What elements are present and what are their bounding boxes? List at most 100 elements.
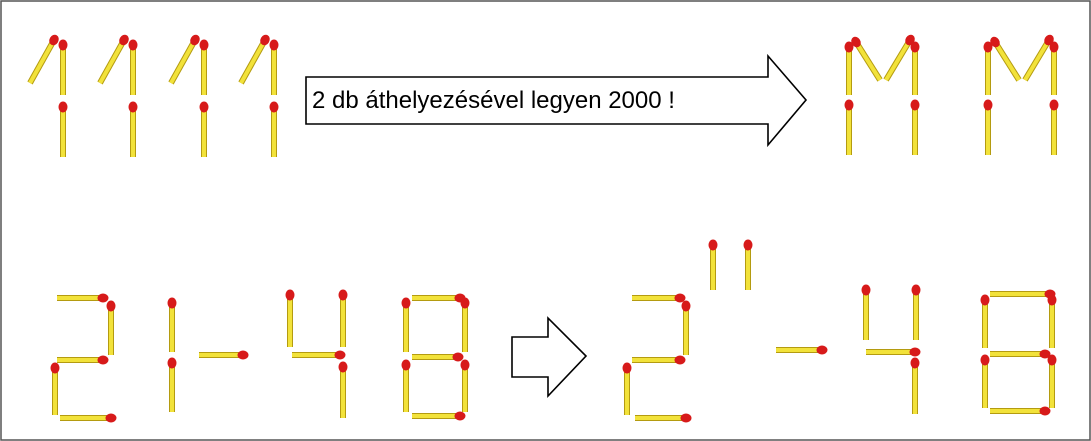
letter-m-left-top — [844, 41, 854, 95]
digit-four-lower-right — [338, 361, 348, 418]
match-head — [199, 101, 209, 113]
digit-two-upper-right — [106, 300, 116, 355]
match-head — [334, 350, 346, 360]
digit-eight-lower-right — [460, 359, 470, 412]
letter-m-right-top — [910, 41, 920, 95]
digit-two-bottom — [60, 413, 117, 423]
match-head — [1047, 354, 1057, 366]
match-head — [452, 352, 464, 362]
letter-m-left-top — [983, 41, 993, 95]
match-head — [622, 362, 632, 374]
digit-eight-upper-right — [460, 297, 470, 352]
match-head — [1049, 41, 1059, 53]
match-head — [910, 357, 920, 369]
match-head — [50, 362, 60, 374]
digit-eight-bottom — [412, 411, 466, 421]
match-head — [401, 297, 411, 309]
digit-four-middle — [292, 350, 346, 360]
match-head — [743, 239, 753, 251]
result-eight-lower-left — [980, 354, 990, 408]
match-head — [97, 293, 109, 303]
exponent-one-left — [708, 239, 718, 290]
digit-one-bottom-stick — [199, 101, 209, 157]
minus-stick — [199, 350, 249, 360]
digit-one-bottom-stick — [269, 101, 279, 157]
result-two-middle — [632, 355, 686, 365]
match-head — [338, 289, 348, 301]
match-head — [1049, 99, 1059, 111]
result-four-upper-right — [911, 284, 921, 340]
match-head — [167, 357, 177, 369]
digit-one-upper — [167, 297, 177, 352]
digit-eight-lower-left — [401, 359, 411, 412]
match-head — [260, 34, 270, 46]
match-head — [460, 359, 470, 371]
result-two-top — [632, 293, 686, 303]
match-head — [1039, 406, 1051, 416]
match-head — [851, 36, 861, 48]
match-head — [681, 300, 691, 312]
match-head — [58, 39, 68, 51]
match-head — [119, 34, 129, 46]
digit-one-lower — [167, 357, 177, 412]
digit-one-top-stick — [199, 39, 209, 95]
digit-two-lower-left — [50, 362, 60, 415]
match-head — [983, 41, 993, 53]
digit-one-slant-stick — [238, 34, 270, 85]
match-head — [167, 297, 177, 309]
digit-one-slant-stick — [168, 34, 200, 85]
letter-m-right-bottom — [910, 99, 920, 155]
digit-one-slant-stick — [27, 34, 59, 85]
digit-two-top — [57, 293, 109, 303]
match-head — [460, 297, 470, 309]
result-four-upper-left — [861, 284, 871, 340]
match-head — [269, 39, 279, 51]
match-head — [990, 36, 1000, 48]
digit-one-slant-stick — [97, 34, 129, 85]
result-eight-upper-right — [1047, 294, 1057, 348]
result-four-lower-right — [910, 357, 920, 414]
letter-m-left-bottom — [844, 99, 854, 155]
exponent-one-right — [743, 239, 753, 290]
letter-m-left-bottom — [983, 99, 993, 155]
match-head — [58, 101, 68, 113]
match-head — [816, 345, 828, 355]
match-head — [910, 99, 920, 111]
match-head — [844, 99, 854, 111]
block-right-arrow-icon — [511, 316, 588, 399]
match-head — [237, 350, 249, 360]
match-head — [338, 361, 348, 373]
long-right-arrow-icon — [305, 53, 808, 148]
result-two-bottom — [635, 413, 692, 423]
result-eight-middle — [990, 349, 1051, 359]
match-head — [1044, 34, 1054, 46]
match-head — [1039, 349, 1051, 359]
match-head — [909, 347, 921, 357]
digit-one-bottom-stick — [58, 101, 68, 157]
letter-m-right-bottom — [1049, 99, 1059, 155]
result-two-lower-left — [622, 362, 632, 415]
digit-one-bottom-stick — [128, 101, 138, 157]
matchsticks-layer — [27, 34, 1059, 423]
result-eight-lower-right — [1047, 354, 1057, 408]
match-head — [199, 39, 209, 51]
result-eight-bottom — [990, 406, 1051, 416]
match-head — [861, 284, 871, 296]
digit-one-top-stick — [128, 39, 138, 95]
match-head — [911, 284, 921, 296]
letter-m-right-top — [1049, 41, 1059, 95]
digit-one-top-stick — [269, 39, 279, 95]
digit-two-middle — [57, 355, 109, 365]
match-head — [708, 239, 718, 251]
match-head — [128, 101, 138, 113]
digit-four-upper-right — [338, 289, 348, 347]
letter-m-diag-left — [851, 36, 883, 82]
match-head — [97, 355, 109, 365]
digit-eight-middle — [412, 352, 464, 362]
match-head — [905, 34, 915, 46]
match-head — [980, 354, 990, 366]
match-head — [128, 39, 138, 51]
letter-m-diag-right — [1022, 34, 1054, 82]
match-head — [1047, 294, 1057, 306]
